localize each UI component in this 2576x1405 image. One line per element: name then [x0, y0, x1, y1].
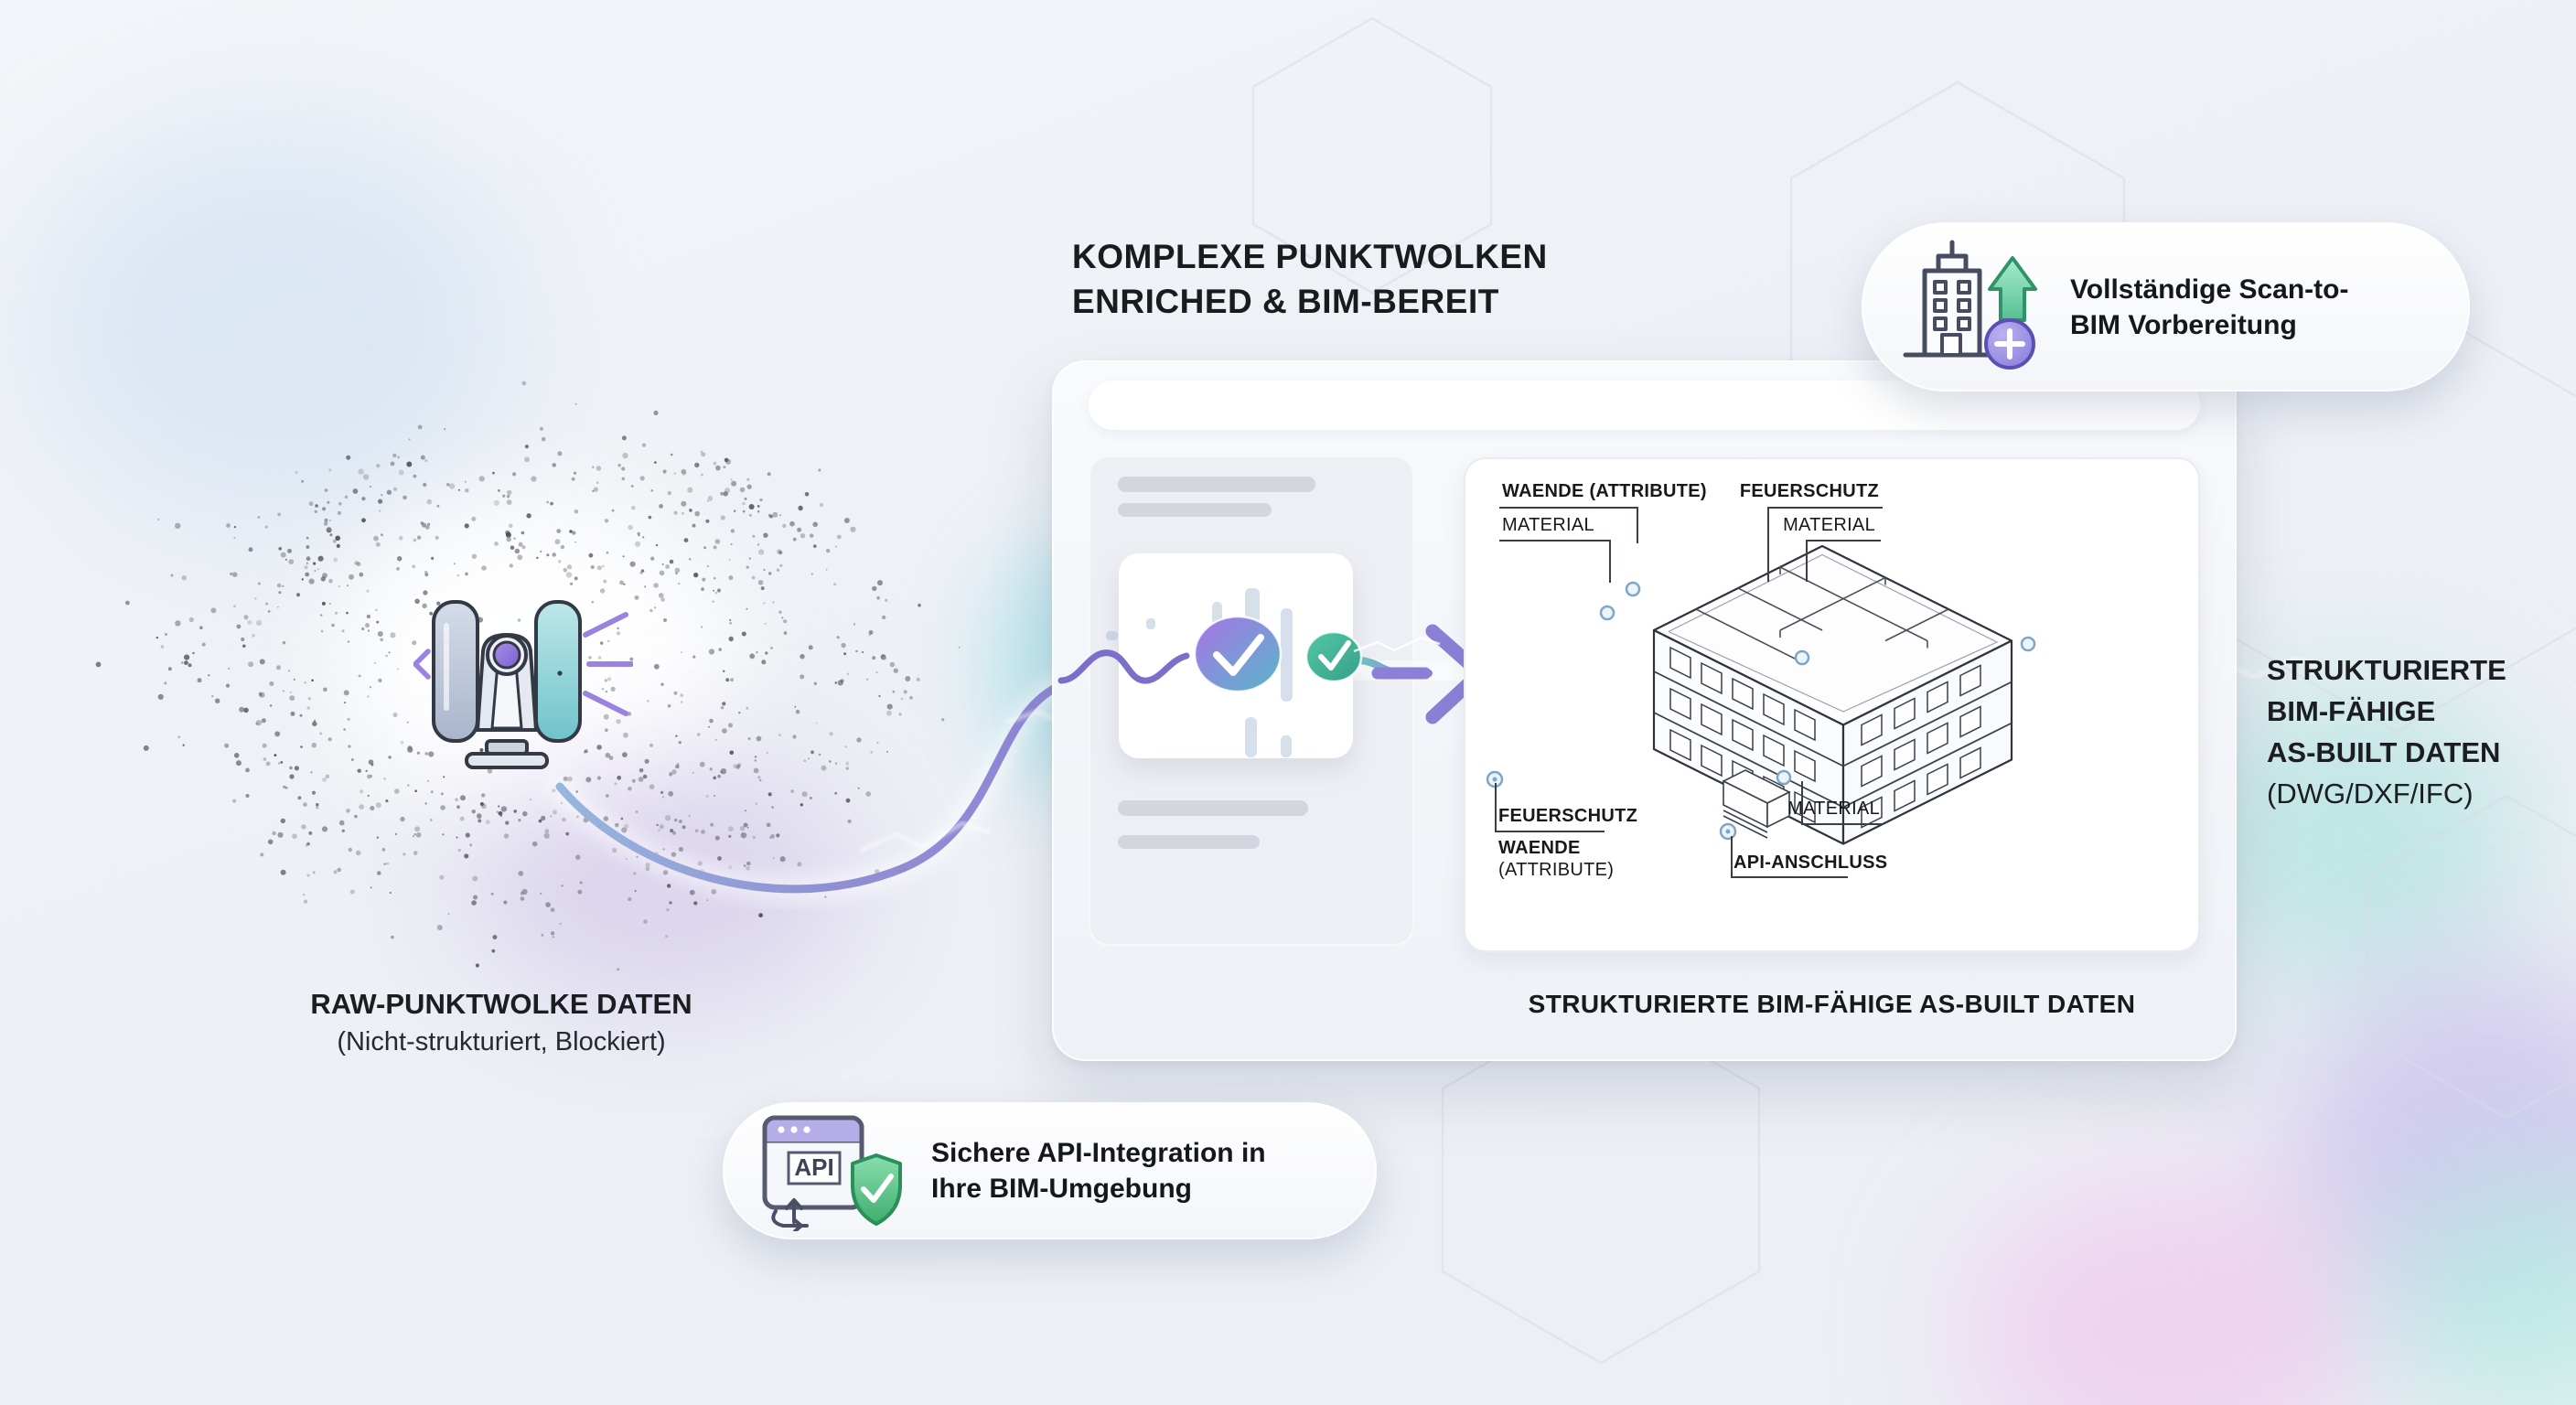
skeleton-bar [1118, 477, 1315, 492]
sync-arrows-icon [771, 1198, 809, 1231]
skeleton-bar [1118, 503, 1272, 517]
label-feuerschutz-top: FEUERSCHUTZ [1739, 481, 1879, 501]
leader-line [1731, 876, 1848, 878]
structured-data-caption: STRUKTURIERTE BIM-FÄHIGE AS-BUILT DATEN … [2267, 649, 2506, 814]
raw-pointcloud-caption: RAW-PUNKTWOLKE DATEN (Nicht-strukturiert… [263, 988, 739, 1057]
label-feuerschutz-bottom: FEUERSCHUTZ [1498, 806, 1638, 826]
leader-line [1609, 540, 1611, 583]
leader-line [1806, 540, 1808, 582]
label-waende-attribute-top: WAENDE (ATTRIBUTE) [1502, 481, 1707, 501]
leader-line [1767, 507, 1769, 582]
api-badge-line1: Sichere API-Integration in [931, 1138, 1266, 1168]
side-caption-line2: BIM-FÄHIGE [2267, 695, 2436, 727]
side-caption-line1: STRUKTURIERTE [2267, 654, 2506, 686]
validation-tile [1119, 553, 1353, 758]
card-caption: STRUKTURIERTE BIM-FÄHIGE AS-BUILT DATEN [1528, 990, 2136, 1018]
shield-check-icon [851, 1153, 902, 1226]
api-icon-label: API [794, 1153, 833, 1181]
leader-line [1806, 540, 1881, 542]
leader-line [1637, 507, 1638, 543]
interior-walls [1695, 566, 1949, 663]
leader-line [1495, 831, 1605, 832]
leader-line [1801, 781, 1803, 823]
building-wireframe [1486, 544, 2036, 845]
leader-line [1801, 823, 1884, 825]
up-arrow-icon [1988, 256, 2037, 322]
page-title-line2: ENRICHED & BIM-BEREIT [1072, 283, 1499, 320]
label-material-top-right: MATERIAL [1783, 515, 1875, 535]
point-cloud [95, 381, 961, 971]
label-attribute-bottom: (ATTRIBUTE) [1498, 860, 1615, 880]
scan-to-bim-badge: Vollständige Scan-to- BIM Vorbereitung [1862, 222, 2470, 391]
side-caption-line4: (DWG/DXF/IFC) [2267, 778, 2474, 810]
label-api-anschluss: API-ANSCHLUSS [1733, 853, 1888, 873]
leader-line [1495, 783, 1497, 832]
bim-model-card: WAENDE (ATTRIBUTE) MATERIAL FEUERSCHUTZ … [1464, 457, 2200, 952]
side-caption-line3: AS-BUILT DATEN [2267, 736, 2501, 768]
scan-to-bim-badge-line2: BIM Vorbereitung [2070, 309, 2297, 340]
leader-line [1731, 836, 1733, 876]
label-material-bottom-right: MATERIAL [1787, 799, 1880, 819]
api-integration-badge: API Sichere API-Integration in Ihre BIM-… [723, 1102, 1377, 1239]
facade-windows [1669, 646, 1981, 829]
leader-line [1499, 540, 1611, 542]
label-material-top-left: MATERIAL [1502, 515, 1594, 535]
skeleton-bar [1118, 800, 1308, 816]
scan-to-bim-badge-line1: Vollständige Scan-to- [2070, 273, 2349, 305]
document-skeleton-panel [1089, 456, 1414, 946]
laser-scanner-icon [413, 600, 633, 769]
building-icon [1903, 240, 1991, 358]
page-title: KOMPLEXE PUNKTWOLKEN ENRICHED & BIM-BERE… [1072, 234, 1548, 324]
raw-caption-subtitle: (Nicht-strukturiert, Blockiert) [337, 1027, 666, 1056]
entrance-porch [1722, 769, 1791, 839]
page-title-line1: KOMPLEXE PUNKTWOLKEN [1072, 238, 1548, 275]
api-badge-line2: Ihre BIM-Umgebung [931, 1174, 1192, 1204]
skeleton-bar [1118, 835, 1260, 849]
label-waende-bottom: WAENDE [1498, 838, 1581, 858]
leader-line [1767, 507, 1883, 509]
building-upgrade-icon [1903, 240, 2037, 370]
leader-line [1499, 507, 1638, 509]
processing-card: WAENDE (ATTRIBUTE) MATERIAL FEUERSCHUTZ … [1052, 360, 2237, 1061]
api-browser-icon: API [762, 1115, 902, 1231]
scan-rays-right [583, 612, 633, 716]
scan-rays-left [413, 649, 431, 680]
raw-caption-title: RAW-PUNKTWOLKE DATEN [310, 988, 692, 1020]
